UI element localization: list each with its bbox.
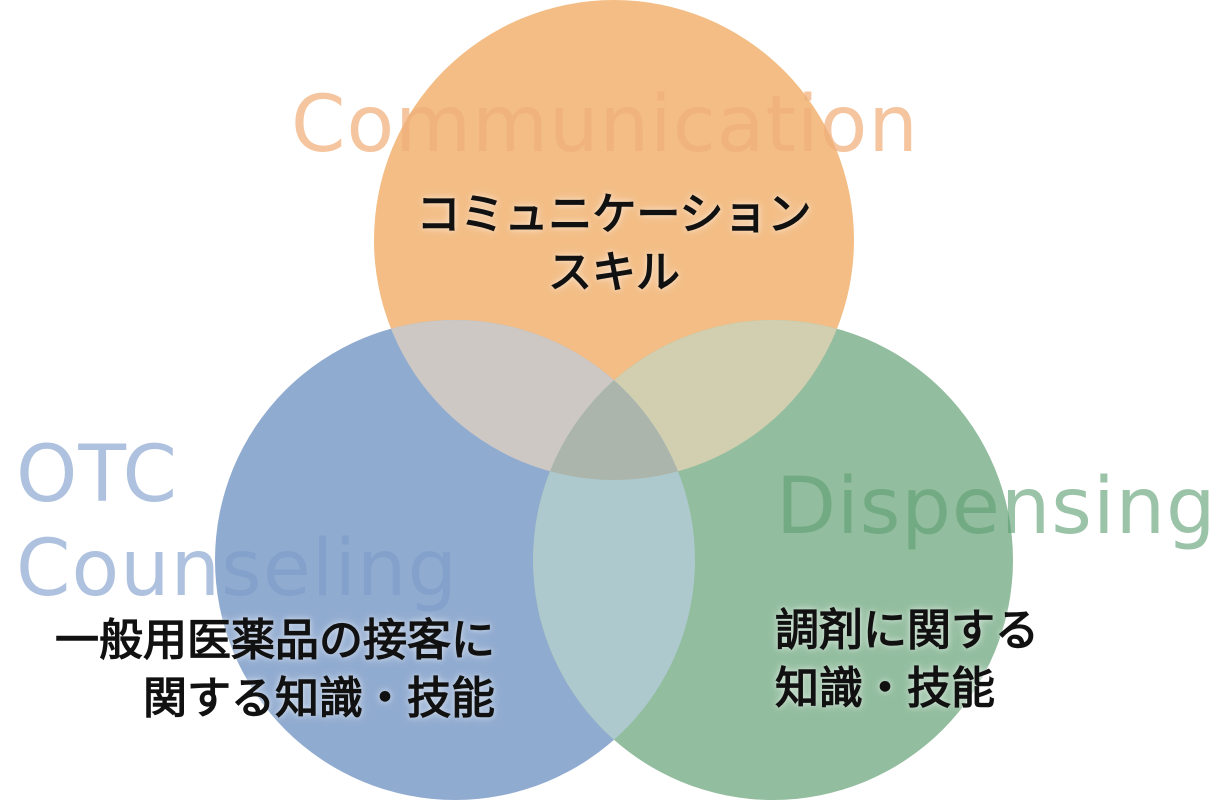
communication-title: Communication bbox=[291, 80, 919, 170]
communication-label-line-2: スキル bbox=[548, 247, 680, 298]
intersection-all-three bbox=[533, 320, 695, 480]
dispensing-label-line-1: 調剤に関する bbox=[775, 605, 1039, 656]
otc-counseling-title-line-2: Counseling bbox=[16, 524, 458, 614]
communication-label: コミュニケーション スキル bbox=[404, 186, 824, 302]
otc-counseling-label-line-2: 関する知識・技能 bbox=[143, 673, 495, 724]
otc-counseling-title: OTC Counseling bbox=[16, 428, 458, 616]
dispensing-label-line-2: 知識・技能 bbox=[775, 663, 995, 714]
communication-label-line-1: コミュニケーション bbox=[416, 189, 812, 240]
otc-counseling-label-line-1: 一般用医薬品の接客に bbox=[55, 615, 495, 666]
otc-counseling-label: 一般用医薬品の接客に 関する知識・技能 bbox=[10, 612, 495, 728]
otc-counseling-title-line-1: OTC bbox=[16, 430, 178, 520]
dispensing-label: 調剤に関する 知識・技能 bbox=[775, 602, 1095, 718]
dispensing-title: Dispensing bbox=[776, 462, 1217, 552]
